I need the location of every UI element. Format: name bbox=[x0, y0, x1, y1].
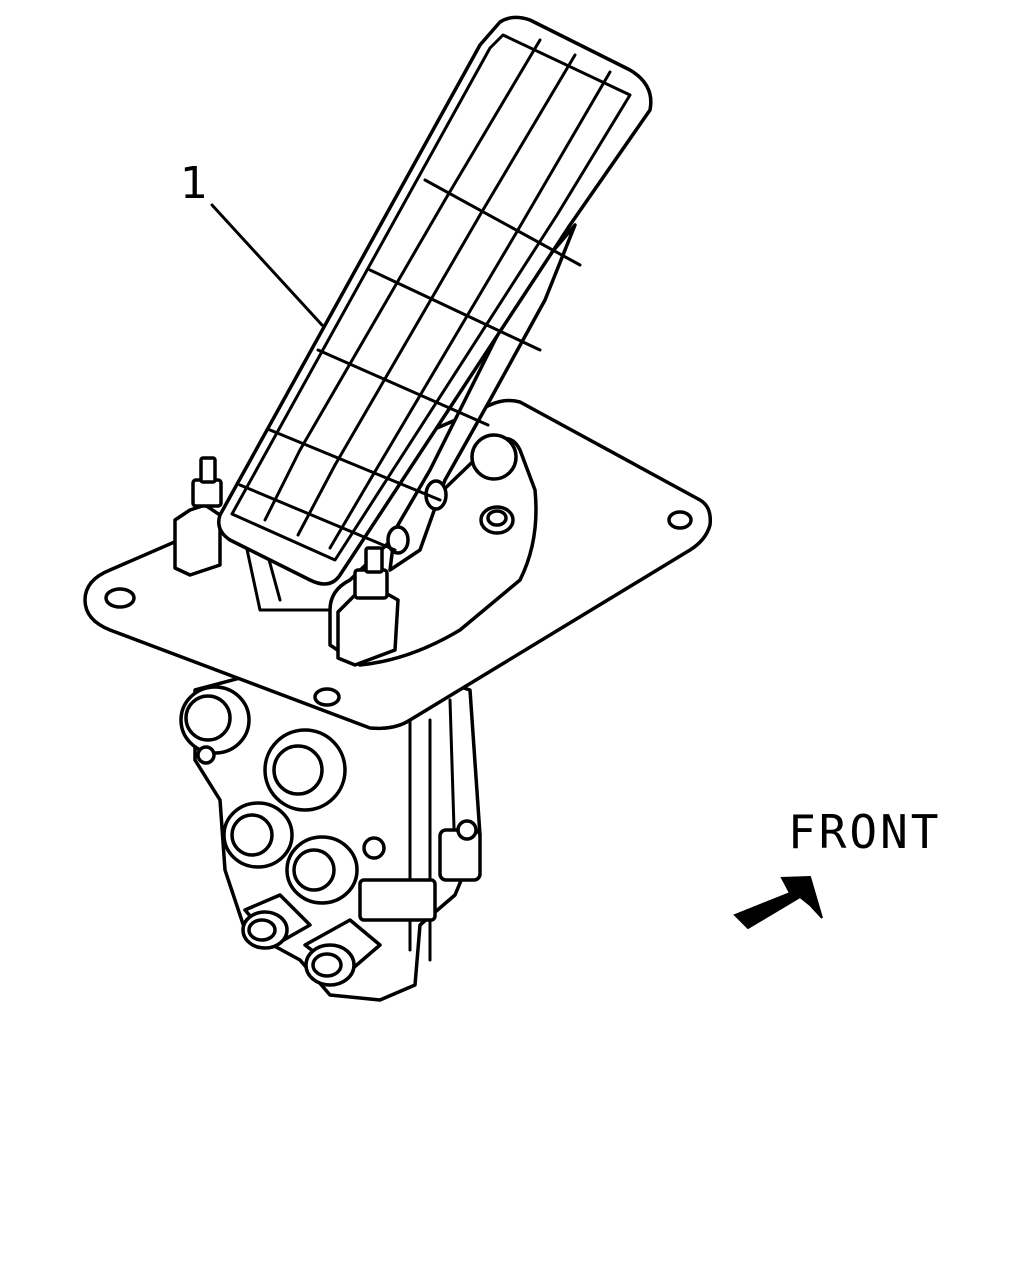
air-port-middle-center bbox=[285, 835, 359, 905]
callout-leader-line bbox=[210, 203, 324, 327]
air-port-lower-right bbox=[303, 918, 382, 987]
pedal-arm bbox=[243, 223, 577, 612]
bolt-left bbox=[173, 456, 223, 577]
bolt-right bbox=[336, 546, 400, 667]
front-arrow-icon bbox=[733, 875, 823, 930]
port-plug-right bbox=[362, 836, 386, 860]
accelerator-pedal-pad bbox=[217, 15, 653, 586]
front-direction-label: FRONT bbox=[788, 805, 941, 859]
air-port-upper-center bbox=[263, 728, 347, 812]
air-port-upper-left bbox=[179, 685, 251, 755]
air-port-lower-left bbox=[241, 893, 312, 950]
callout-label-1: 1 bbox=[180, 158, 208, 209]
port-plug-small bbox=[196, 745, 216, 765]
air-port-middle-left bbox=[222, 801, 294, 869]
